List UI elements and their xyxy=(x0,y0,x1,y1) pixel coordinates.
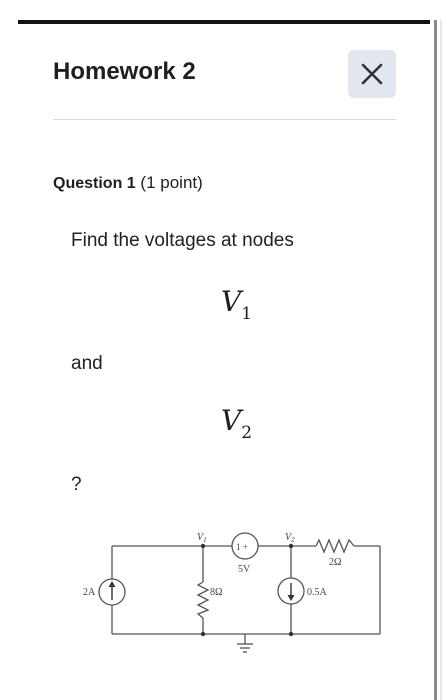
label-0-5a: 0.5A xyxy=(307,587,328,598)
close-button[interactable] xyxy=(348,50,396,98)
label-polarity: 1 + xyxy=(236,542,248,552)
header-divider xyxy=(53,119,396,120)
math-variable-v2: V2 xyxy=(221,404,252,443)
label-5v: 5V xyxy=(238,564,251,575)
current-source-left-symbol xyxy=(98,578,126,606)
question-header: Question 1 (1 point) xyxy=(53,173,203,193)
resistor-8ohm-symbol xyxy=(196,581,210,619)
node-bottom-right-dot xyxy=(288,631,294,637)
math-v2-letter: V xyxy=(221,404,242,437)
question-number: Question 1 xyxy=(53,175,136,192)
math-v1-subscript: 1 xyxy=(241,304,253,324)
question-text-line1: Find the voltages at nodes xyxy=(71,230,294,251)
circuit-diagram: 2A V1 V2 1 + 5V 8Ω 2Ω 0.5A xyxy=(83,532,381,653)
close-icon xyxy=(361,63,383,85)
right-border xyxy=(434,20,437,700)
label-v1: V1 xyxy=(197,532,207,544)
label-8ohm: 8Ω xyxy=(210,587,222,598)
label-v2-sub: 2 xyxy=(291,536,295,544)
question-text-line3: ? xyxy=(71,474,82,495)
question-points: (1 point) xyxy=(140,173,203,192)
circuit-wires xyxy=(111,545,381,653)
dialog-title: Homework 2 xyxy=(53,58,196,85)
node-bottom-left-dot xyxy=(200,631,206,637)
label-v2-letter: V xyxy=(285,532,293,543)
current-source-right-symbol xyxy=(277,577,305,605)
math-v2-subscript: 2 xyxy=(241,423,253,443)
node-v2-dot xyxy=(288,543,294,549)
resistor-2ohm-symbol xyxy=(315,538,355,554)
math-variable-v1: V1 xyxy=(221,285,252,324)
label-v1-letter: V xyxy=(197,532,205,543)
label-2a: 2A xyxy=(83,587,96,598)
voltage-source-symbol xyxy=(231,532,259,560)
right-border-shadow xyxy=(440,20,442,700)
label-v1-sub: 1 xyxy=(203,536,207,544)
question-text-line2: and xyxy=(71,353,103,374)
math-v1-letter: V xyxy=(221,285,242,318)
top-bar xyxy=(18,20,430,24)
label-2ohm: 2Ω xyxy=(329,557,341,568)
node-v1-dot xyxy=(200,543,206,549)
label-v2: V2 xyxy=(285,532,295,544)
